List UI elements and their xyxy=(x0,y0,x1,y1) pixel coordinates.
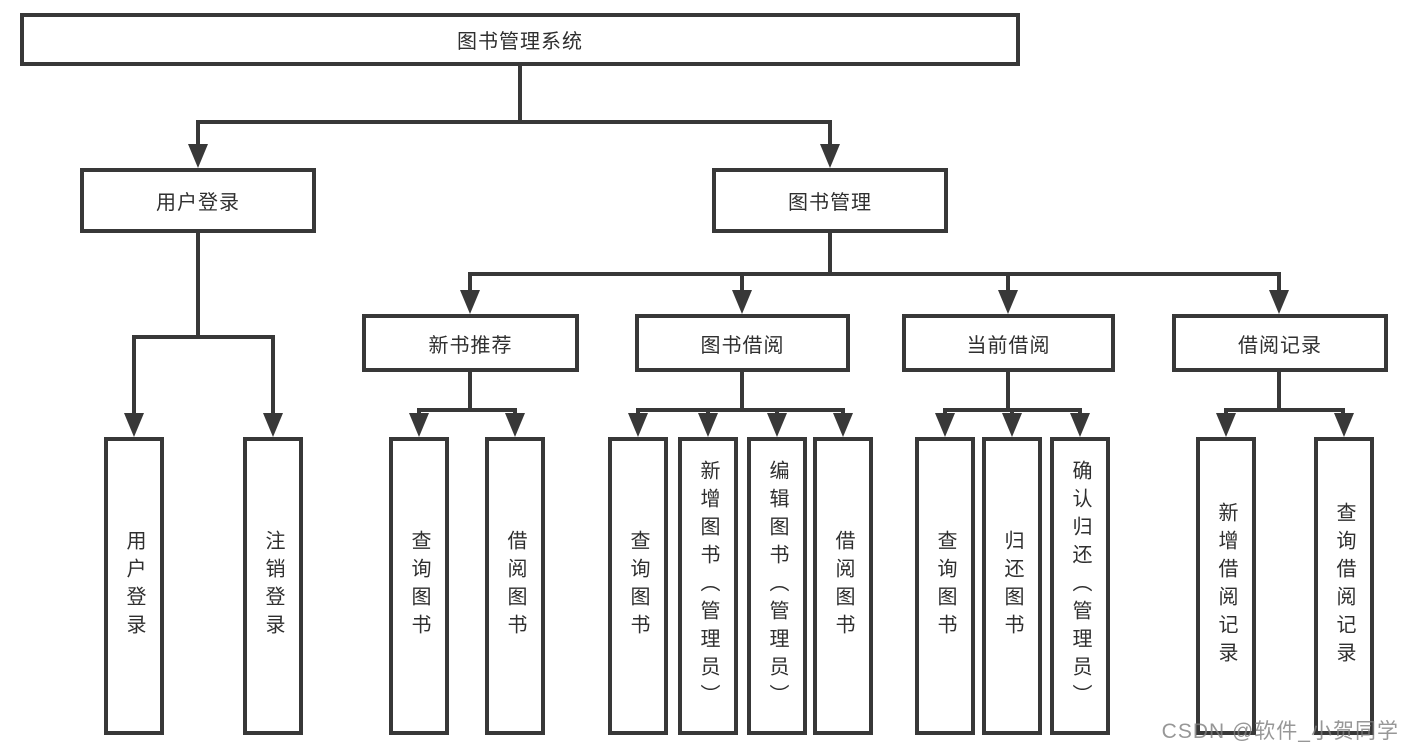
node-new-book-recommendation: 新书推荐 xyxy=(362,314,579,372)
node-leaf-user-login: 用户登录 xyxy=(104,437,164,735)
connector-line xyxy=(1078,408,1082,416)
node-label: 借阅记录 xyxy=(1238,334,1322,357)
node-book-management: 图书管理 xyxy=(712,168,948,233)
node-label: 注销登录 xyxy=(262,530,284,642)
connector-line xyxy=(1277,272,1281,292)
node-user-login-branch: 用户登录 xyxy=(80,168,316,233)
node-leaf-query-borrow-record: 查询借阅记录 xyxy=(1314,437,1374,735)
connector-line xyxy=(841,408,845,416)
node-label: 新书推荐 xyxy=(428,334,513,357)
connector-arrow-icon xyxy=(1269,290,1289,314)
connector-line xyxy=(740,272,744,292)
connector-arrow-icon xyxy=(505,413,525,437)
connector-line xyxy=(1006,372,1010,408)
connector-line xyxy=(513,408,517,416)
connector-line xyxy=(828,233,832,272)
connector-line xyxy=(1224,408,1228,416)
connector-line xyxy=(1006,272,1010,292)
node-label: 查询图书 xyxy=(408,530,430,642)
node-leaf-confirm-return-admin: 确认归还（管理员） xyxy=(1050,437,1110,735)
connector-line xyxy=(1010,408,1014,416)
node-label: 用户登录 xyxy=(156,192,240,214)
node-leaf-query-books-borrow: 查询图书 xyxy=(608,437,668,735)
connector-arrow-icon xyxy=(628,413,648,437)
connector-line xyxy=(417,408,421,416)
node-label: 查询图书 xyxy=(627,530,649,642)
node-leaf-query-books-current: 查询图书 xyxy=(915,437,975,735)
node-leaf-query-books-recommend: 查询图书 xyxy=(389,437,449,735)
node-library-management-system: 图书管理系统 xyxy=(20,13,1020,66)
connector-arrow-icon xyxy=(820,144,840,168)
connector-line xyxy=(132,335,136,415)
connector-arrow-icon xyxy=(998,290,1018,314)
connector-arrow-icon xyxy=(1216,413,1236,437)
node-leaf-logout: 注销登录 xyxy=(243,437,303,735)
connector-arrow-icon xyxy=(698,413,718,437)
node-label: 当前借阅 xyxy=(966,334,1051,357)
connector-line xyxy=(417,408,517,412)
connector-line xyxy=(706,408,710,416)
watermark: CSDN @软件_小贺同学 xyxy=(1161,720,1399,743)
node-label: 归还图书 xyxy=(1001,530,1023,642)
connector-line xyxy=(132,335,275,339)
node-leaf-return-books: 归还图书 xyxy=(982,437,1042,735)
node-leaf-add-borrow-record: 新增借阅记录 xyxy=(1196,437,1256,735)
node-label: 用户登录 xyxy=(123,530,145,642)
connector-line xyxy=(1341,408,1345,416)
connector-line xyxy=(636,408,640,416)
connector-line xyxy=(468,372,472,408)
connector-line xyxy=(636,408,845,412)
connector-line xyxy=(828,120,832,146)
node-label: 编辑图书（管理员） xyxy=(766,460,788,712)
connector-line xyxy=(271,335,275,415)
node-label: 查询借阅记录 xyxy=(1333,502,1355,670)
connector-arrow-icon xyxy=(124,413,144,437)
connector-arrow-icon xyxy=(263,413,283,437)
connector-line xyxy=(943,408,947,416)
node-label: 借阅图书 xyxy=(504,530,526,642)
node-leaf-borrow-books-recommend: 借阅图书 xyxy=(485,437,545,735)
connector-line xyxy=(196,120,200,146)
connector-line xyxy=(1224,408,1345,412)
node-label: 图书管理系统 xyxy=(457,31,583,53)
connector-arrow-icon xyxy=(409,413,429,437)
node-leaf-edit-books-admin: 编辑图书（管理员） xyxy=(747,437,807,735)
connector-line xyxy=(468,272,472,292)
node-label: 确认归还（管理员） xyxy=(1069,460,1091,712)
connector-arrow-icon xyxy=(732,290,752,314)
connector-arrow-icon xyxy=(833,413,853,437)
connector-arrow-icon xyxy=(935,413,955,437)
node-book-borrowing: 图书借阅 xyxy=(635,314,850,372)
connector-arrow-icon xyxy=(1070,413,1090,437)
node-leaf-borrow-books: 借阅图书 xyxy=(813,437,873,735)
connector-arrow-icon xyxy=(767,413,787,437)
node-label: 图书借阅 xyxy=(700,334,785,357)
connector-arrow-icon xyxy=(460,290,480,314)
connector-line xyxy=(518,66,522,120)
connector-line xyxy=(775,408,779,416)
connector-arrow-icon xyxy=(1002,413,1022,437)
connector-line xyxy=(196,233,200,335)
node-leaf-add-books-admin: 新增图书（管理员） xyxy=(678,437,738,735)
connector-line xyxy=(740,372,744,408)
node-borrowing-records: 借阅记录 xyxy=(1172,314,1388,372)
node-label: 查询图书 xyxy=(934,530,956,642)
connector-line xyxy=(468,272,1281,276)
connector-line xyxy=(1277,372,1281,408)
connector-line xyxy=(196,120,832,124)
node-label: 图书管理 xyxy=(788,192,872,214)
node-label: 新增借阅记录 xyxy=(1215,502,1237,670)
node-label: 新增图书（管理员） xyxy=(697,460,719,712)
node-label: 借阅图书 xyxy=(832,530,854,642)
node-current-borrowing: 当前借阅 xyxy=(902,314,1115,372)
connector-arrow-icon xyxy=(188,144,208,168)
connector-arrow-icon xyxy=(1334,413,1354,437)
